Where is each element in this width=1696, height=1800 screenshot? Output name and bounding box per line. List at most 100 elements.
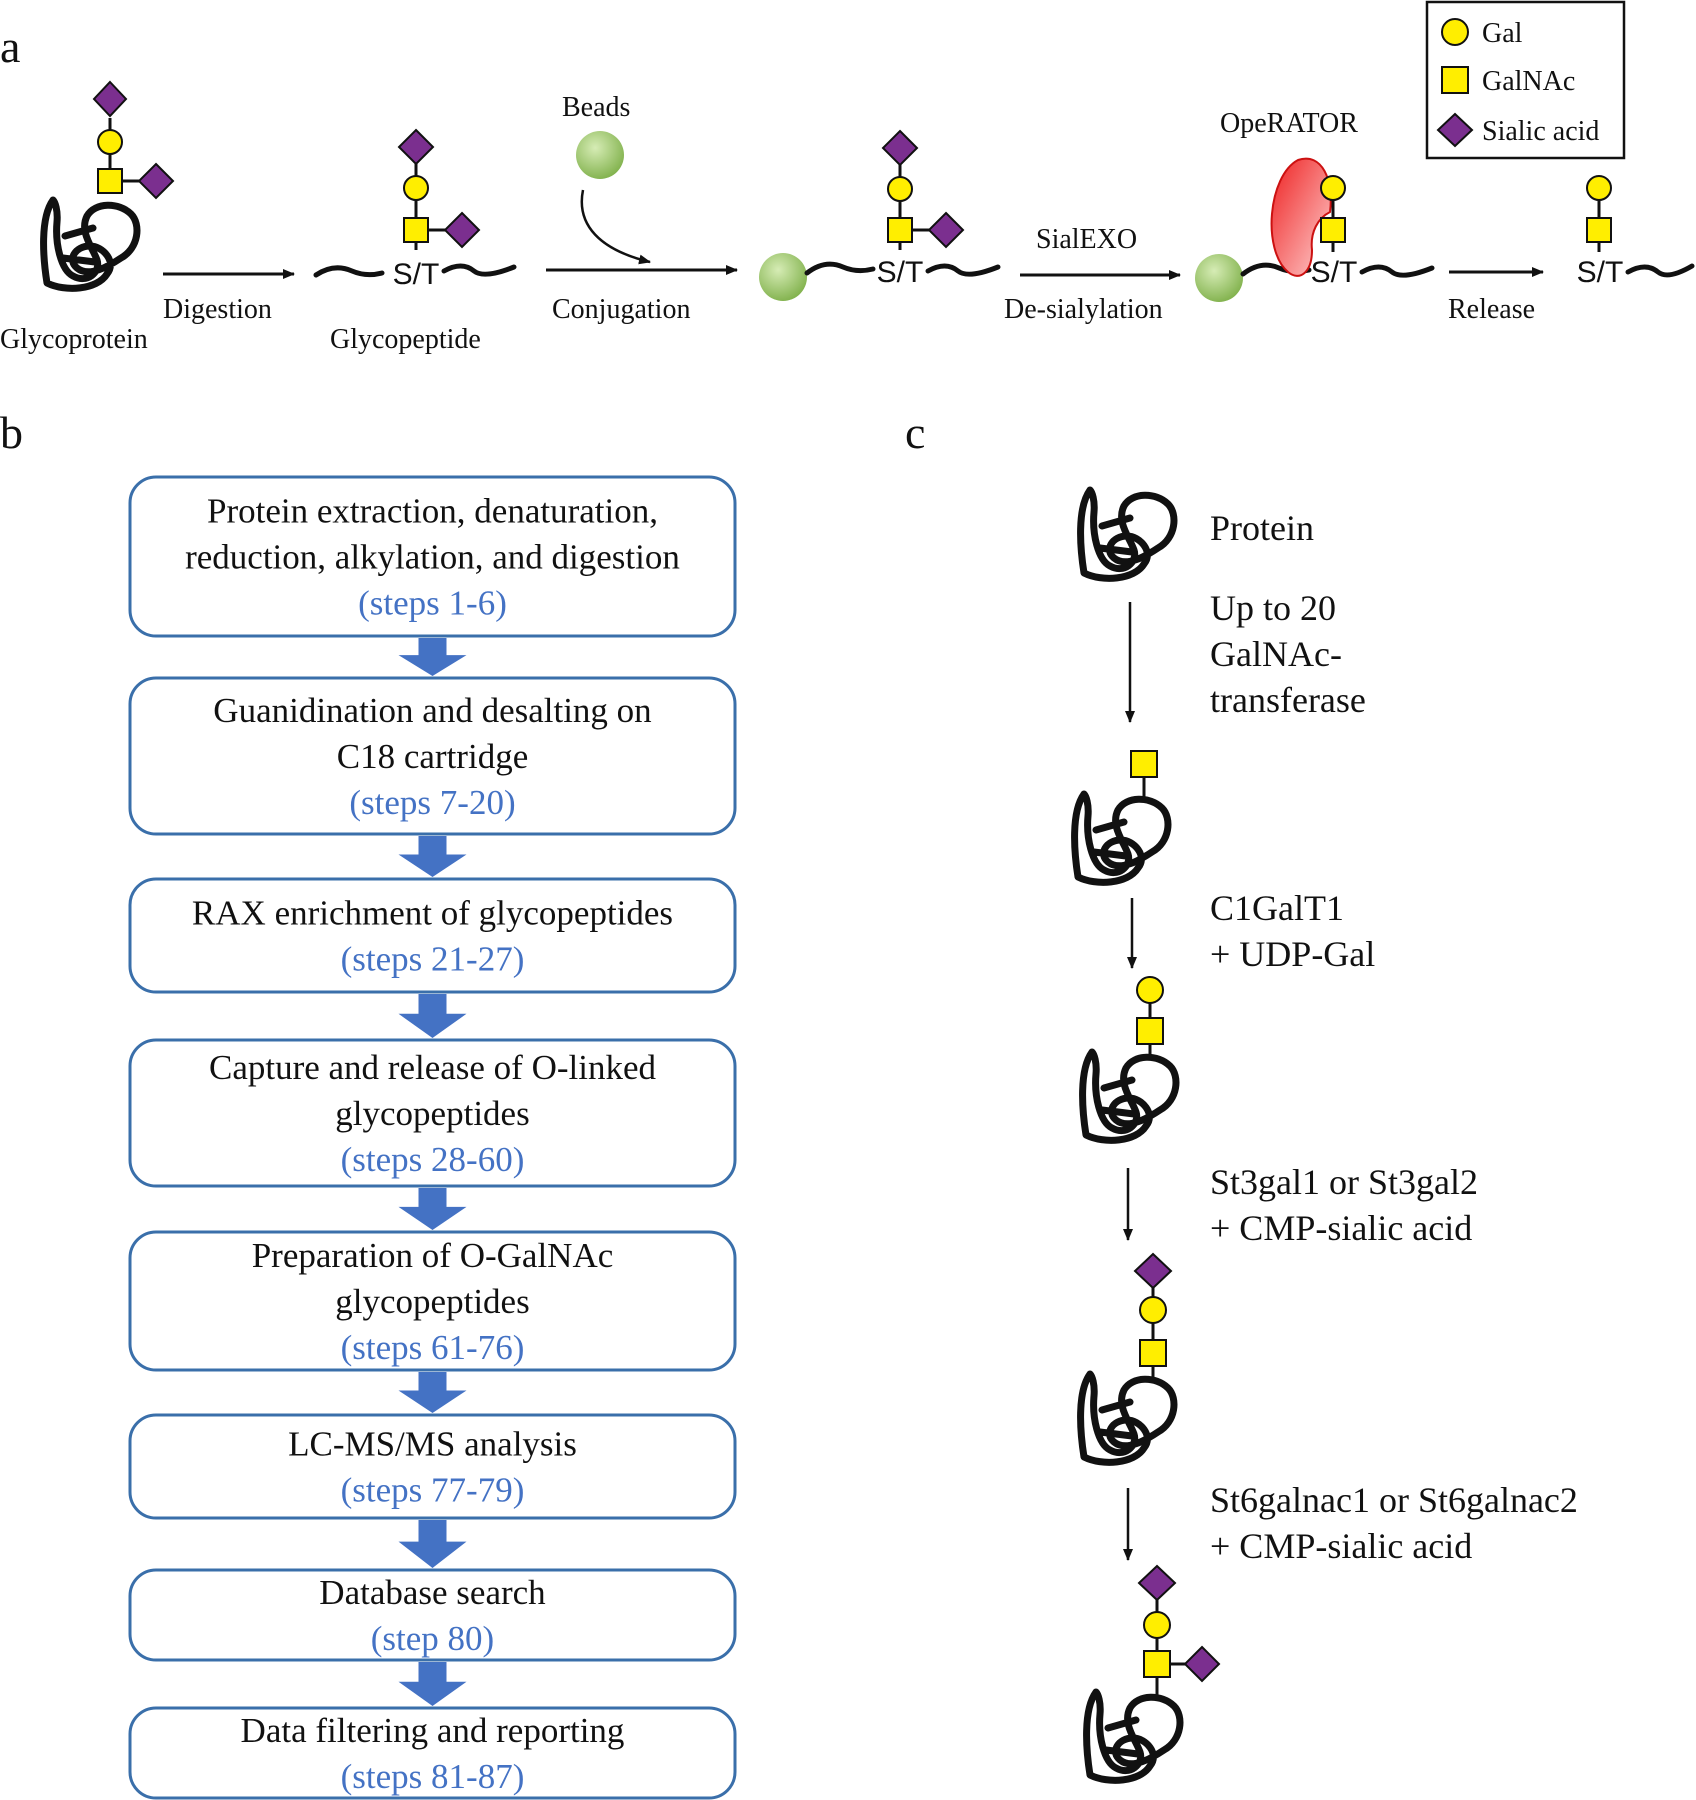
galnac-icon <box>1130 750 1158 778</box>
sialic-acid-icon <box>881 129 919 167</box>
gal-icon <box>1136 976 1164 1004</box>
sialic-acid-icon <box>137 162 175 200</box>
legend-label-gal: Gal <box>1482 18 1523 49</box>
gal-icon <box>1586 175 1612 201</box>
protein-label: Protein <box>1210 508 1314 548</box>
sialic-acid-icon <box>92 80 128 118</box>
protein-disialyl-t-antigen <box>1087 1564 1221 1780</box>
glycoprotein-label: Glycoprotein <box>0 324 148 355</box>
step4-line: + CMP-sialic acid <box>1210 1526 1472 1566</box>
site-label: S/T <box>877 256 924 289</box>
conjugated-glycopeptide-figure: S/T <box>759 129 1001 301</box>
bead-arrow <box>580 189 651 265</box>
flow-step-range: (steps 61-76) <box>341 1328 525 1367</box>
protein-t-antigen <box>1083 976 1176 1140</box>
flow-step-text: Capture and release of O-linked <box>209 1048 657 1087</box>
flow-step-text: Guanidination and desalting on <box>213 691 651 730</box>
flow-step-range: (steps 28-60) <box>341 1140 525 1179</box>
legend: Gal GalNAc Sialic acid <box>1425 0 1626 160</box>
flow-down-arrow <box>398 1662 467 1706</box>
flow-step-text: Preparation of O-GalNAc <box>252 1236 614 1275</box>
release-label: Release <box>1448 294 1535 325</box>
glycopeptide-figure: S/T <box>313 128 517 291</box>
flow-step-box <box>128 877 737 994</box>
flow-down-arrow <box>398 1520 467 1568</box>
protein-unmodified <box>1081 490 1174 578</box>
site-label: S/T <box>1311 256 1358 289</box>
legend-label-sialic-acid: Sialic acid <box>1482 116 1599 147</box>
flow-down-arrow <box>398 994 467 1038</box>
operator-label: OpeRATOR <box>1220 108 1358 139</box>
sialic-acid-icon <box>397 128 435 166</box>
panel-label-a: a <box>0 21 20 72</box>
sialic-acid-icon <box>1133 1252 1173 1290</box>
glycoprotein-figure <box>44 80 175 288</box>
galnac-icon <box>1441 66 1469 94</box>
galnac-icon <box>1586 217 1612 243</box>
released-glycopeptide-figure: S/T <box>1577 175 1695 289</box>
sialic-acid-icon <box>1183 1645 1221 1683</box>
flow-step-box <box>128 1568 737 1662</box>
site-label: S/T <box>393 258 440 291</box>
flow-step-range: (steps 1-6) <box>358 584 507 623</box>
flow-step-text: C18 cartridge <box>337 737 528 776</box>
workflow-flowchart: Protein extraction, denaturation, reducti… <box>128 475 737 1800</box>
gal-icon <box>887 176 913 202</box>
flow-step-range: (steps 81-87) <box>341 1757 525 1796</box>
sialexo-label: SialEXO <box>1036 224 1137 255</box>
flow-down-arrow <box>398 836 467 877</box>
flow-step-text: reduction, alkylation, and digestion <box>185 538 680 577</box>
galnac-icon <box>97 168 123 194</box>
flow-step-range: (steps 77-79) <box>341 1471 525 1510</box>
flow-step-text: glycopeptides <box>335 1094 529 1133</box>
flow-step-text: LC-MS/MS analysis <box>288 1425 577 1464</box>
panel-label-c: c <box>905 407 925 458</box>
legend-label-galnac: GalNAc <box>1482 66 1575 97</box>
flow-step-text: Database search <box>319 1573 546 1612</box>
flow-step-text: glycopeptides <box>335 1282 529 1321</box>
gal-icon <box>1441 18 1469 46</box>
galnac-icon <box>1139 1339 1167 1367</box>
step1-line: transferase <box>1210 680 1366 720</box>
bead-icon <box>1195 254 1243 302</box>
gal-icon <box>1139 1296 1167 1324</box>
step2-line: C1GalT1 <box>1210 888 1344 928</box>
flow-step-range: (steps 7-20) <box>349 783 515 822</box>
galnac-icon <box>1320 217 1346 243</box>
desialylation-label: De-sialylation <box>1004 294 1163 325</box>
step1-line: Up to 20 <box>1210 588 1336 628</box>
step1-line: GalNAc- <box>1210 634 1342 674</box>
gal-icon <box>1320 175 1346 201</box>
sialic-acid-icon <box>1137 1564 1177 1602</box>
step3-line: + CMP-sialic acid <box>1210 1208 1472 1248</box>
flow-step-range: (steps 21-27) <box>341 940 525 979</box>
glycopeptide-label: Glycopeptide <box>330 324 481 355</box>
gal-icon <box>1143 1611 1171 1639</box>
galnac-icon <box>887 217 913 243</box>
sialic-acid-icon <box>927 211 965 249</box>
flow-step-box <box>128 475 737 638</box>
flow-step-box <box>128 676 737 836</box>
conjugation-label: Conjugation <box>552 294 690 325</box>
flow-step-box <box>128 1230 737 1372</box>
gal-icon <box>403 175 429 201</box>
flow-down-arrow <box>398 1188 467 1230</box>
site-label: S/T <box>1577 256 1624 289</box>
beads-label: Beads <box>562 92 630 123</box>
galnac-icon <box>1143 1650 1171 1678</box>
flow-step-box <box>128 1706 737 1800</box>
flow-step-box <box>128 1413 737 1520</box>
flow-down-arrow <box>398 1372 467 1413</box>
step2-line: + UDP-Gal <box>1210 934 1375 974</box>
step3-line: St3gal1 or St3gal2 <box>1210 1162 1478 1202</box>
protein-tn-antigen <box>1075 750 1168 882</box>
bead-icon <box>759 253 807 301</box>
flow-step-box <box>128 1038 737 1188</box>
digestion-label: Digestion <box>163 294 272 325</box>
bead-icon <box>576 131 624 179</box>
protein-sialyl-t-antigen <box>1081 1252 1174 1462</box>
sialic-acid-icon <box>443 211 481 249</box>
flow-step-text: Protein extraction, denaturation, <box>207 492 658 531</box>
operator-complex-figure: S/T <box>1195 157 1435 302</box>
flow-step-range: (step 80) <box>371 1619 494 1658</box>
